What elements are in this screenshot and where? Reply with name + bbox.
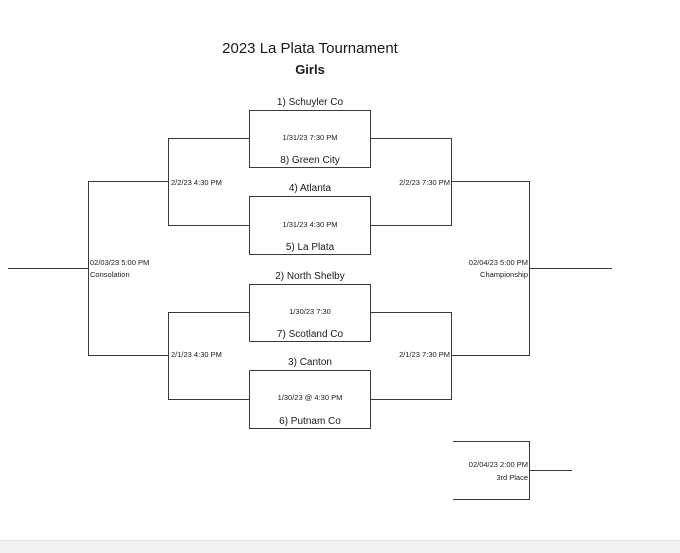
division-subtitle: Girls: [295, 62, 325, 77]
g4-right-line: [370, 370, 371, 429]
third-lower-line: [453, 499, 530, 500]
g4-team-bottom: 6) Putnam Co: [279, 416, 341, 427]
g3-right-line: [370, 284, 371, 342]
g1-right-line: [370, 110, 371, 168]
consolation-label: Consolation: [90, 270, 130, 279]
cons-bottom-upper-line: [168, 312, 249, 313]
g1-bottom-line: [249, 167, 371, 168]
cons-final-lower-line: [88, 355, 168, 356]
tournament-title: 2023 La Plata Tournament: [222, 40, 398, 57]
g3-bottom-line: [249, 341, 371, 342]
champ-bottom-lower-line: [371, 399, 452, 400]
g1-left-line: [249, 110, 250, 168]
cons-bottom-vertical: [168, 312, 169, 400]
g1-team-top: 1) Schuyler Co: [276, 97, 344, 108]
third-winner-line: [530, 470, 572, 471]
championship-time: 02/04/23 5:00 PM: [468, 258, 528, 267]
g2-time: 1/31/23 4:30 PM: [282, 220, 338, 229]
consolation-time: 02/03/23 5:00 PM: [90, 258, 150, 267]
cons-final-upper-line: [88, 181, 168, 182]
cons-bottom-time: 2/1/23 4:30 PM: [171, 350, 222, 359]
champ-top-lower-line: [371, 225, 452, 226]
champ-bottom-upper-line: [371, 312, 452, 313]
champ-final-upper-line: [452, 181, 530, 182]
cons-top-time: 2/2/23 4:30 PM: [171, 178, 222, 187]
g2-right-line: [370, 196, 371, 255]
g1-top-line: [249, 110, 371, 111]
page-bottom-edge: [0, 540, 680, 553]
g4-time: 1/30/23 @ 4:30 PM: [277, 393, 343, 402]
g2-team-bottom: 5) La Plata: [285, 242, 335, 253]
g4-bottom-line: [249, 428, 371, 429]
third-time: 02/04/23 2:00 PM: [468, 460, 528, 469]
g3-team-bottom: 7) Scotland Co: [276, 329, 344, 340]
champ-bottom-vertical: [451, 312, 452, 400]
g3-time: 1/30/23 7:30: [289, 307, 331, 316]
cons-top-vertical: [168, 138, 169, 226]
champ-bottom-time: 2/1/23 7:30 PM: [399, 350, 450, 359]
champ-final-lower-line: [452, 355, 530, 356]
cons-top-upper-line: [168, 138, 249, 139]
champ-winner-line: [530, 268, 612, 269]
championship-label: Championship: [480, 270, 528, 279]
g1-time: 1/31/23 7:30 PM: [282, 133, 338, 142]
champ-top-upper-line: [371, 138, 452, 139]
cons-final-vertical: [88, 181, 89, 356]
cons-bottom-lower-line: [168, 399, 249, 400]
g2-left-line: [249, 196, 250, 255]
g2-top-line: [249, 196, 371, 197]
g4-left-line: [249, 370, 250, 429]
cons-winner-line: [8, 268, 88, 269]
g3-team-top: 2) North Shelby: [275, 271, 345, 282]
champ-top-vertical: [451, 138, 452, 226]
third-label: 3rd Place: [496, 473, 528, 482]
g2-team-top: 4) Atlanta: [288, 183, 332, 194]
cons-top-lower-line: [168, 225, 249, 226]
g2-bottom-line: [249, 254, 371, 255]
champ-top-time: 2/2/23 7:30 PM: [399, 178, 450, 187]
third-upper-line: [453, 441, 530, 442]
champ-final-vertical: [529, 181, 530, 356]
third-vertical: [529, 441, 530, 500]
g4-team-top: 3) Canton: [288, 357, 332, 368]
g3-left-line: [249, 284, 250, 342]
g1-team-bottom: 8) Green City: [280, 155, 340, 166]
g3-top-line: [249, 284, 371, 285]
g4-top-line: [249, 370, 371, 371]
